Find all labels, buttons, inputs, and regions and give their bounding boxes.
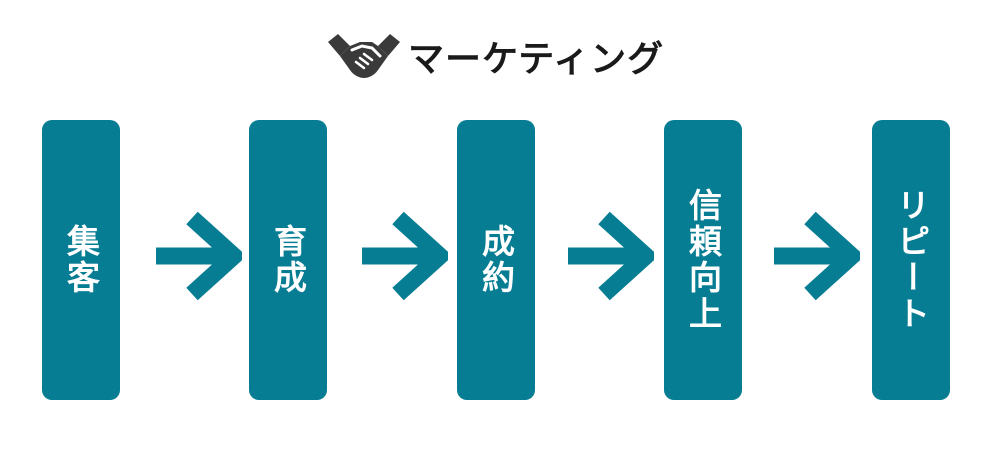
arrow-right-icon (362, 211, 448, 301)
handshake-icon (328, 34, 400, 78)
step-box-trust-building: 信頼向上 (664, 120, 742, 400)
step-label: 集客 (61, 224, 101, 296)
arrow-right-icon (156, 211, 242, 301)
step-box-conversion: 成約 (457, 120, 535, 400)
diagram-header: マーケティング (326, 26, 664, 86)
step-box-customer-acquisition: 集客 (42, 120, 120, 400)
step-box-nurturing: 育成 (249, 120, 327, 400)
step-label: リピート (891, 188, 931, 332)
arrow-right-icon (568, 211, 654, 301)
step-label: 育成 (268, 224, 308, 296)
step-label: 成約 (476, 224, 516, 296)
diagram-title: マーケティング (408, 39, 665, 80)
step-label: 信頼向上 (683, 188, 723, 332)
step-box-repeat: リピート (872, 120, 950, 400)
arrow-right-icon (774, 211, 860, 301)
